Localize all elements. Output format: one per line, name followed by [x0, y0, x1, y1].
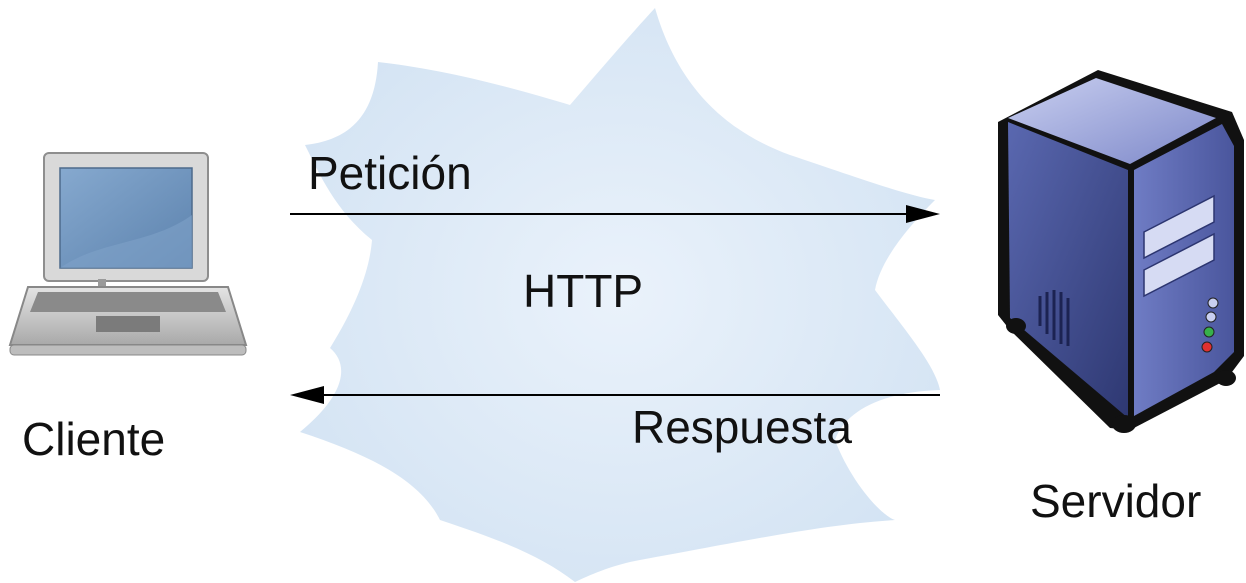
network-label: HTTP [523, 265, 644, 317]
server-label: Servidor [1030, 475, 1202, 527]
network-cloud [300, 8, 940, 582]
request-label: Petición [308, 147, 472, 199]
request-arrow [290, 205, 940, 223]
response-label: Respuesta [632, 401, 852, 453]
laptop-icon [8, 152, 248, 356]
response-arrow [290, 386, 940, 404]
client-label: Cliente [22, 413, 166, 465]
server-tower-icon [998, 70, 1244, 433]
